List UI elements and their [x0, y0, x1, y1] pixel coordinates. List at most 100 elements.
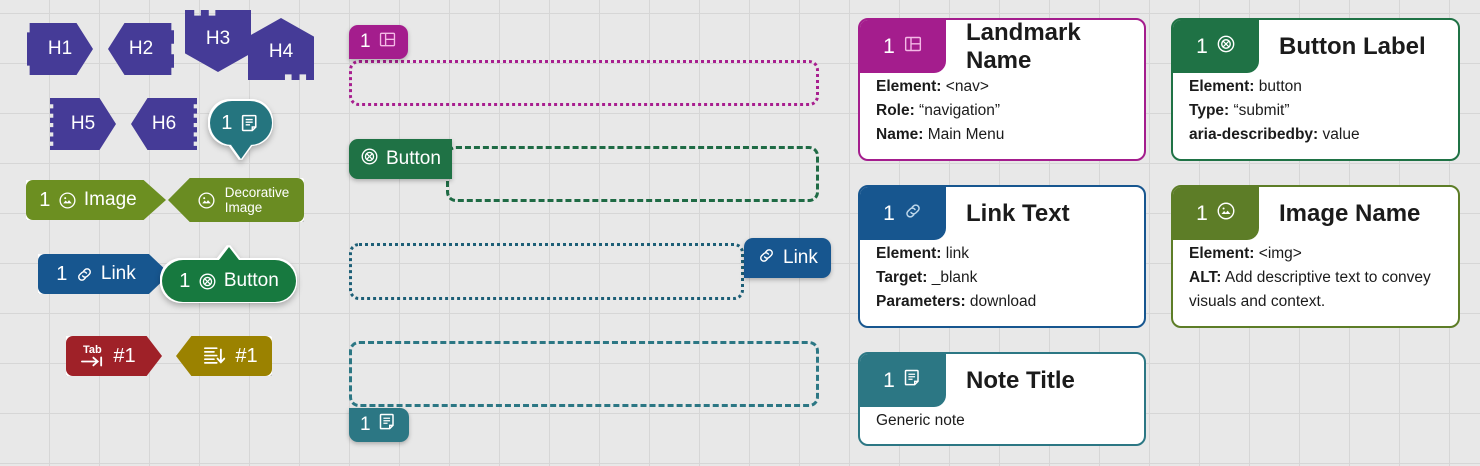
card-body: Element: <nav> Role: “navigation” Name: …: [860, 73, 1144, 159]
button-icon: [1216, 34, 1236, 59]
card-row-label: ALT:: [1189, 269, 1222, 287]
link-marker-badge[interactable]: 1 Link: [38, 254, 170, 294]
note-region-outline[interactable]: [349, 341, 819, 407]
tab-order-marker-badge[interactable]: Tab #1: [66, 336, 162, 376]
card-row-value: link: [941, 245, 970, 262]
card-row-value: Main Menu: [923, 126, 1005, 144]
link-icon: [75, 265, 94, 284]
card-landmark[interactable]: 1 Landmark Name Element: <nav> Role: “na…: [858, 18, 1146, 161]
card-row: ALT: Add descriptive text to convey visu…: [1189, 266, 1442, 314]
card-title: Button Label: [1279, 32, 1426, 60]
decorative-image-marker-label: Decorative Image: [224, 184, 290, 215]
card-button[interactable]: 1 Button Label Element: button Type: “su…: [1171, 18, 1460, 161]
card-row-label: Target:: [876, 269, 928, 287]
card-row-label: Element:: [1189, 78, 1255, 95]
link-marker-label: Link: [100, 263, 136, 285]
landmark-region-chip[interactable]: 1: [349, 25, 408, 59]
card-row: Element: <img>: [1189, 242, 1442, 266]
card-row-value: download: [965, 293, 1037, 311]
button-region-outline[interactable]: [446, 146, 819, 202]
button-marker-label: Button: [223, 270, 279, 292]
card-number: 1: [1196, 34, 1208, 58]
button-icon: [360, 147, 379, 172]
card-link[interactable]: 1 Link Text Element: link Target: _blank…: [858, 185, 1146, 328]
landmark-region-outline[interactable]: [349, 60, 819, 106]
card-header: 1 Link Text: [860, 187, 1144, 240]
heading-badge-h6[interactable]: H6: [131, 98, 197, 150]
card-number: 1: [883, 368, 895, 392]
card-row-label: aria-describedby:: [1189, 126, 1319, 144]
image-icon: [1216, 201, 1236, 226]
card-image[interactable]: 1 Image Name Element: <img> ALT: Add des…: [1171, 185, 1460, 328]
card-number: 1: [1196, 201, 1208, 225]
image-marker-number: 1: [39, 188, 51, 211]
heading-badge-h2[interactable]: H2: [108, 23, 174, 75]
heading-badge-h1[interactable]: H1: [27, 23, 93, 75]
card-row-value: <img>: [1254, 245, 1302, 262]
card-row-value: _blank: [927, 269, 978, 287]
card-chip: 1: [860, 20, 946, 73]
button-marker-number: 1: [179, 269, 191, 292]
card-header: 1 Note Title: [860, 354, 1144, 407]
heading-badge-label: H1: [47, 38, 73, 60]
heading-badge-label: H3: [205, 28, 231, 50]
card-row-value: <nav>: [941, 78, 989, 95]
link-region-chip[interactable]: Link: [744, 238, 831, 278]
button-marker-badge[interactable]: 1 Button: [162, 260, 296, 302]
heading-badge-label: H2: [128, 38, 154, 60]
card-body: Element: <img> ALT: Add descriptive text…: [1173, 240, 1458, 326]
card-row: Parameters: download: [876, 290, 1128, 314]
link-icon: [757, 246, 776, 271]
heading-badge-h4[interactable]: H4: [248, 18, 314, 80]
card-row-value: value: [1318, 126, 1360, 144]
link-icon: [903, 201, 923, 226]
heading-badge-label: H5: [70, 113, 96, 135]
note-marker-badge[interactable]: 1: [210, 101, 272, 145]
card-row-label: Role:: [876, 102, 915, 120]
reading-order-value: #1: [235, 344, 258, 367]
card-body: Element: link Target: _blank Parameters:…: [860, 240, 1144, 326]
image-icon: [197, 191, 216, 210]
image-icon: [58, 191, 77, 210]
reading-order-marker-badge[interactable]: #1: [176, 336, 272, 376]
button-region-chip[interactable]: Button: [349, 139, 452, 179]
card-row-value: “submit”: [1229, 102, 1290, 120]
button-icon: [198, 272, 217, 291]
heading-badge-h3[interactable]: H3: [185, 10, 251, 72]
landmark-icon: [903, 34, 923, 59]
tab-key-icon: Tab: [80, 345, 104, 367]
heading-badge-label: H4: [268, 41, 294, 63]
link-region-outline[interactable]: [349, 243, 744, 300]
card-row: Name: Main Menu: [876, 123, 1128, 147]
button-region-label: Button: [386, 148, 441, 169]
card-row: Target: _blank: [876, 266, 1128, 290]
card-row-label: Element:: [876, 78, 942, 95]
card-title: Image Name: [1279, 199, 1421, 227]
tab-order-value: #1: [113, 344, 136, 367]
card-header: 1 Landmark Name: [860, 18, 1144, 74]
link-marker-number: 1: [56, 262, 68, 285]
landmark-icon: [378, 30, 397, 55]
card-header: 1 Image Name: [1173, 187, 1458, 240]
card-number: 1: [883, 34, 895, 58]
reading-order-icon: [202, 345, 226, 367]
card-row: Element: link: [876, 242, 1128, 266]
card-row-value: “navigation”: [914, 102, 1001, 120]
image-marker-badge[interactable]: 1 Image: [26, 180, 166, 220]
card-title: Link Text: [966, 199, 1070, 227]
card-note[interactable]: 1 Note Title Generic note: [858, 352, 1146, 446]
decorative-image-marker-badge[interactable]: Decorative Image: [168, 178, 304, 222]
heading-badge-label: H6: [151, 113, 177, 135]
card-chip: 1: [860, 354, 946, 407]
card-chip: 1: [1173, 20, 1259, 73]
card-row: Element: button: [1189, 75, 1442, 99]
note-icon: [378, 412, 398, 438]
note-marker-number: 1: [221, 111, 233, 134]
card-note-text: Generic note: [876, 412, 965, 429]
link-region-label: Link: [783, 247, 818, 268]
note-region-chip[interactable]: 1: [349, 408, 409, 442]
card-title: Landmark Name: [966, 18, 1081, 74]
card-row: aria-describedby: value: [1189, 123, 1442, 147]
heading-badge-h5[interactable]: H5: [50, 98, 116, 150]
